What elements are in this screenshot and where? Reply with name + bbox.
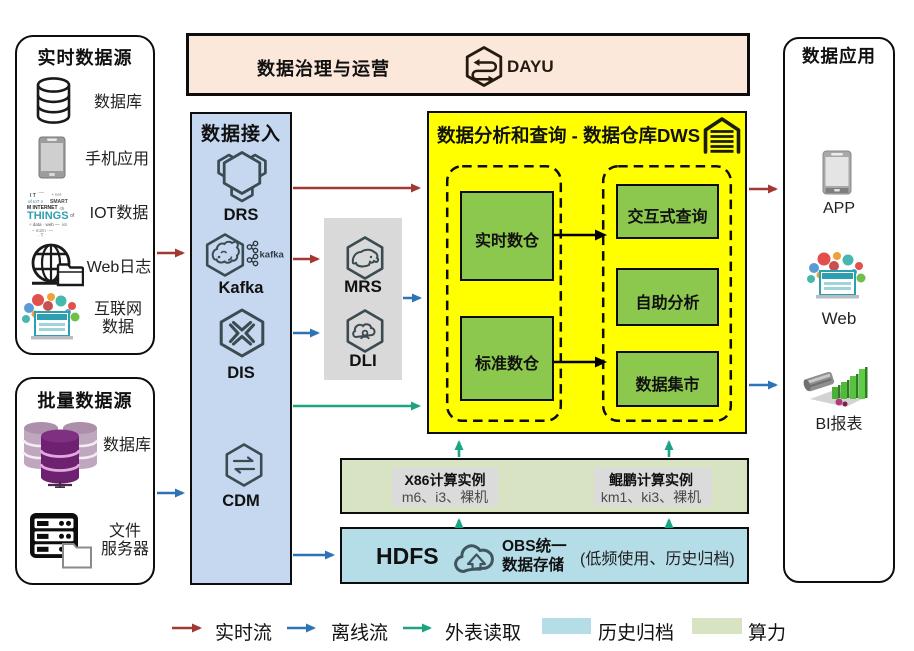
- svg-text:of IoT n: of IoT n: [28, 199, 44, 204]
- svg-text:– m2m ·—: – m2m ·—: [32, 228, 54, 233]
- svg-text:÷ data · web —: ÷ data · web —: [29, 222, 60, 227]
- svg-text:I T ¯¯: I T ¯¯: [30, 192, 44, 199]
- svg-text:SMART: SMART: [50, 199, 68, 205]
- svg-text:kafka: kafka: [260, 250, 285, 261]
- svg-text:iot: iot: [62, 222, 68, 227]
- svg-text:of: of: [70, 213, 75, 219]
- svg-text:· T ⋅: · T ⋅: [38, 233, 47, 238]
- svg-text:• net: • net: [52, 192, 62, 197]
- svg-text:⋅th: ⋅th: [59, 206, 65, 211]
- svg-text:M INTERNET: M INTERNET: [27, 205, 58, 211]
- svg-text:THINGS: THINGS: [27, 210, 69, 222]
